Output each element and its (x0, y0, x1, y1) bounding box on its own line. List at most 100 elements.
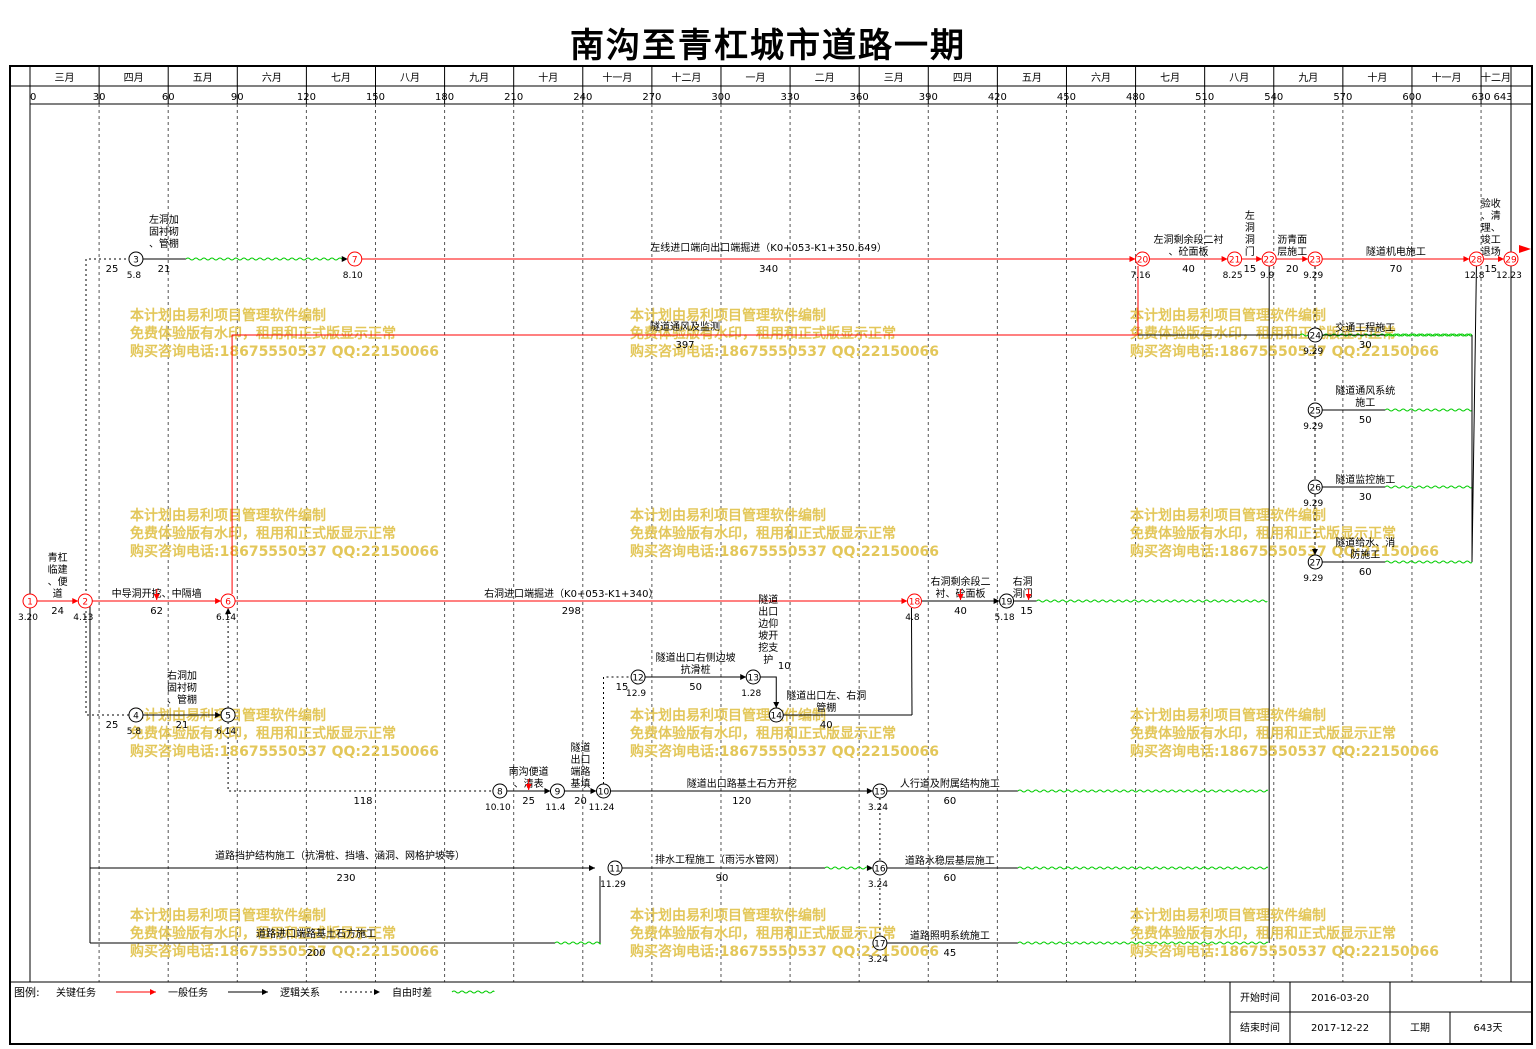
event-node-date: 5.18 (995, 613, 1015, 623)
event-node-number: 13 (747, 674, 758, 684)
event-node-number: 2 (82, 598, 88, 608)
watermark-line2: 免费体验版有水印，租用和正式版显示正常 (1130, 525, 1396, 542)
task-duration: 60 (944, 796, 957, 807)
task-name: 交通工程施工 (1335, 321, 1395, 334)
event-node-date: 3.24 (868, 880, 888, 890)
event-node-date: 3.20 (18, 613, 38, 623)
event-node (1227, 251, 1243, 267)
event-node-number: 1 (27, 598, 33, 608)
event-node-number: 18 (909, 598, 921, 608)
event-node-date: 6.14 (216, 727, 236, 737)
task-name: 隧道给水、消 (1335, 536, 1395, 549)
float-wave (1017, 789, 1268, 793)
watermark-line1: 本计划由易利项目管理软件编制 (130, 307, 326, 324)
task-arrow (760, 676, 777, 708)
day-tick-label: 480 (1126, 92, 1145, 103)
event-node-number: 15 (874, 788, 885, 798)
event-node-number: 22 (1263, 256, 1274, 266)
event-node-number: 25 (1309, 407, 1320, 417)
task-duration: 60 (944, 873, 957, 884)
task-name: 道路进口端路基土石方施工 (256, 927, 376, 940)
task-arrow-arrow (993, 598, 1000, 604)
watermark-line3: 购买咨询电话:18675550537 QQ:22150066 (130, 543, 439, 560)
task-name: 出口 (570, 753, 590, 766)
event-node-number: 14 (771, 712, 783, 722)
float-duration: 118 (353, 796, 372, 807)
float-duration: 25 (106, 720, 119, 731)
day-tick-label: 420 (988, 92, 1007, 103)
watermark-line3: 购买咨询电话:18675550537 QQ:22150066 (130, 743, 439, 760)
task-name: 左洞加 (149, 213, 179, 226)
watermark-line1: 本计划由易利项目管理软件编制 (630, 507, 826, 524)
task-duration: 21 (176, 720, 189, 731)
watermark-line2: 免费体验版有水印，租用和正式版显示正常 (130, 925, 396, 942)
event-node (220, 707, 236, 723)
task-duration: 45 (944, 948, 957, 959)
event-node-number: 11 (609, 865, 620, 875)
day-tick-label: 0 (30, 92, 36, 103)
watermark-line3: 购买咨询电话:18675550537 QQ:22150066 (1130, 543, 1439, 560)
task-arrow-arrow (1221, 256, 1228, 262)
day-tick-label: 210 (504, 92, 523, 103)
task-name: 隧道通风系统 (1335, 384, 1395, 397)
task-duration: 25 (522, 796, 535, 807)
event-node-date: 11.4 (545, 803, 565, 813)
month-label: 四月 (953, 72, 973, 84)
event-node (1307, 402, 1323, 418)
watermark-line3: 购买咨询电话:18675550537 QQ:22150066 (130, 943, 439, 960)
task-name: 固衬砌 (167, 681, 197, 694)
event-node-number: 17 (874, 940, 885, 950)
month-label: 十一月 (602, 71, 632, 84)
task-arrow-head (341, 256, 348, 262)
event-node (77, 593, 93, 609)
task-duration: 340 (759, 264, 778, 275)
task-arrow-arrow (1256, 256, 1263, 262)
task-arrow-arrow (740, 674, 747, 680)
month-label: 五月 (1022, 72, 1042, 84)
event-node (906, 593, 922, 609)
task-name: 洞 (1245, 222, 1255, 234)
legend-critical-arrow-arrow (150, 989, 156, 995)
event-node (128, 707, 144, 723)
task-name: 隧道 (570, 741, 590, 754)
month-label: 四月 (124, 72, 144, 84)
event-node-date: 7.16 (1130, 271, 1150, 281)
task-arrow-head (866, 865, 873, 871)
task-arrow-head (773, 702, 780, 708)
task-duration: 21 (158, 264, 171, 275)
task-duration: 20 (574, 796, 587, 807)
task-name: 道 (53, 587, 63, 600)
task-name: 、管棚 (167, 693, 197, 706)
watermark-line2: 免费体验版有水印，租用和正式版显示正常 (130, 525, 396, 542)
task-arrow-arrow (1302, 256, 1309, 262)
day-tick-label: 180 (435, 92, 454, 103)
task-collector-line (1471, 265, 1477, 563)
day-tick-label: 270 (642, 92, 661, 103)
watermark-line2: 免费体验版有水印，租用和正式版显示正常 (630, 725, 896, 742)
event-node-date: 12.9 (626, 689, 646, 699)
task-name: 左洞剩余段二衬 (1154, 233, 1224, 246)
watermark-line1: 本计划由易利项目管理软件编制 (130, 907, 326, 924)
float-wave (1036, 599, 1268, 603)
task-name: 竣工 (1481, 233, 1501, 246)
day-tick-label: 120 (297, 92, 316, 103)
task-duration: 90 (716, 873, 729, 884)
task-name: 隧道出口左、右洞 (786, 689, 866, 702)
month-label: 六月 (262, 72, 282, 84)
month-label: 八月 (400, 72, 420, 84)
month-label: 三月 (55, 72, 75, 84)
start-date-value: 2016-03-20 (1311, 993, 1369, 1004)
month-label: 十月 (1367, 71, 1387, 84)
chart-frame (9, 65, 1533, 1045)
event-node-number: 16 (874, 865, 886, 875)
legend-float-wave (451, 990, 495, 994)
event-node-number: 27 (1309, 559, 1320, 569)
event-node (128, 251, 144, 267)
event-node-date: 6.14 (216, 613, 236, 623)
event-node (872, 935, 888, 951)
watermark-line2: 免费体验版有水印，租用和正式版显示正常 (1130, 725, 1396, 742)
float-wave (554, 941, 601, 945)
task-arrow-arrow (590, 788, 597, 794)
task-name: 临建 (48, 563, 68, 576)
day-tick-label: 570 (1333, 92, 1352, 103)
